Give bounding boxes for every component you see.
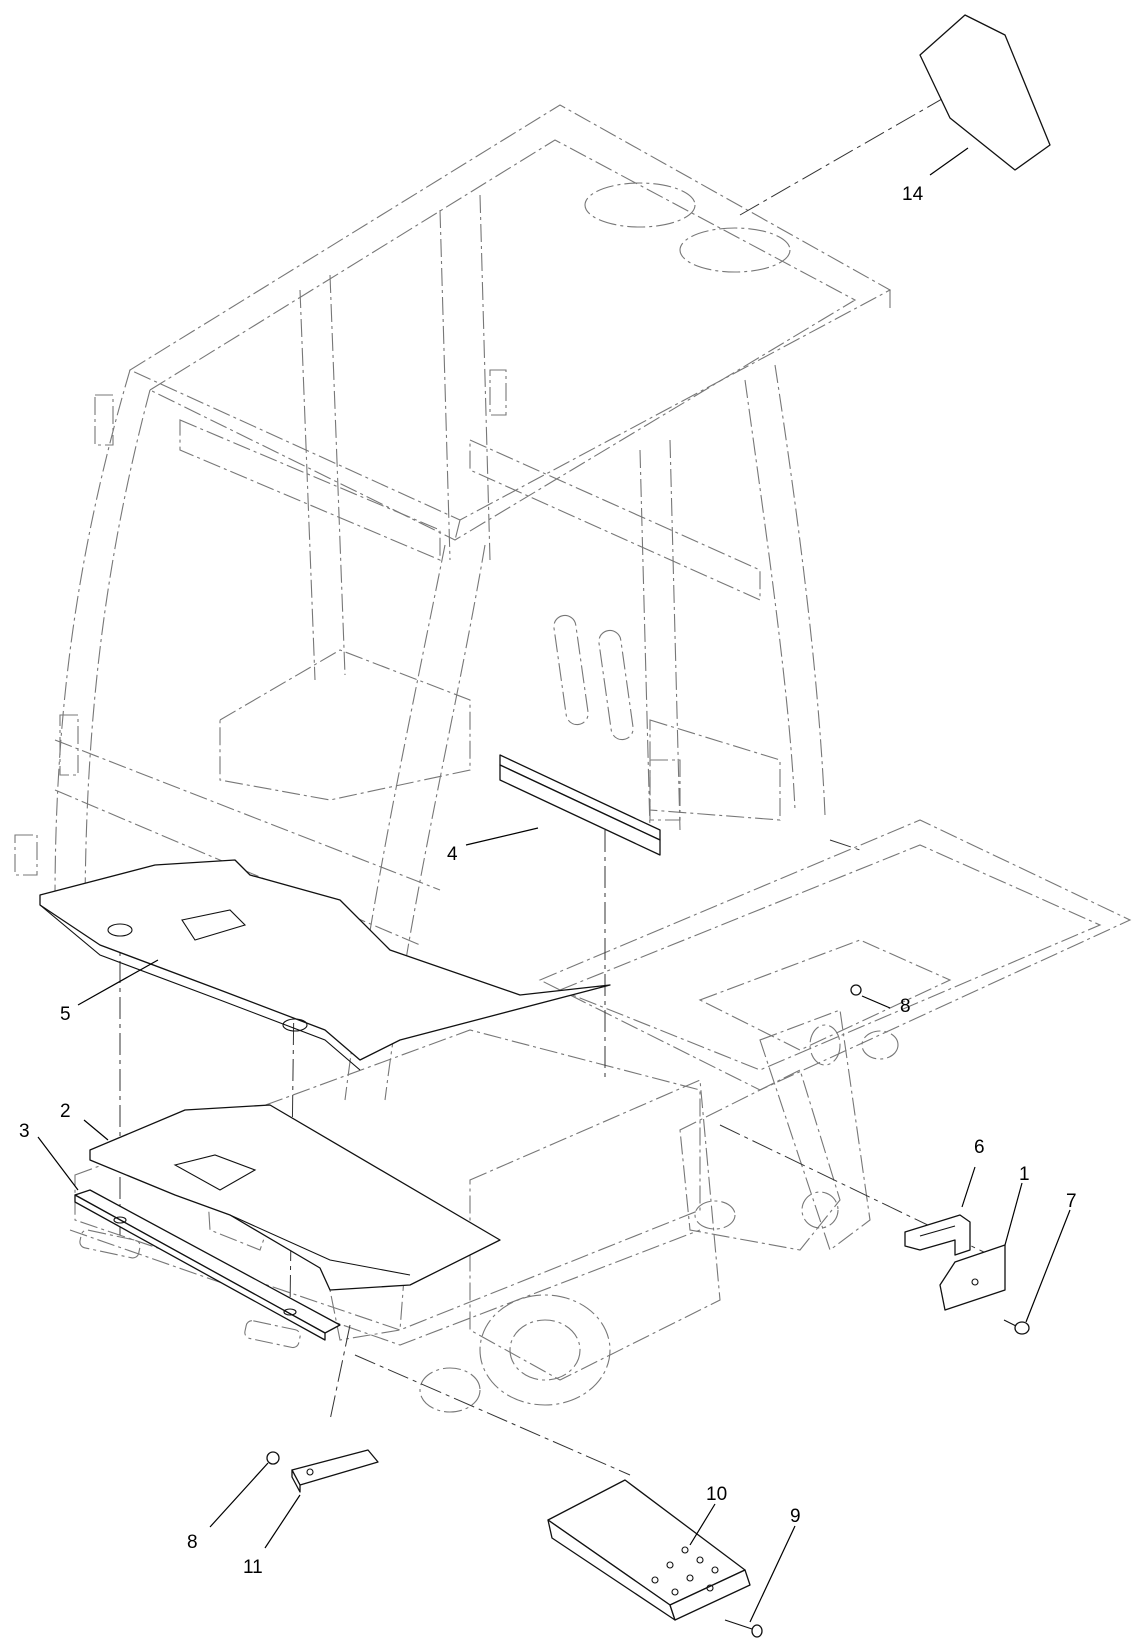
callout-labels: 14 4 5 2 3 6 1 7 8 8 11 10 9 [19, 184, 1077, 1578]
leader-lines [37, 147, 1071, 1623]
part-7-screw [1003, 1319, 1030, 1335]
callout-10: 10 [706, 1484, 727, 1505]
callout-5: 5 [60, 1004, 71, 1025]
part-4-seal-strip [499, 754, 661, 856]
callout-4: 4 [447, 844, 458, 865]
part-10-step [547, 1479, 751, 1621]
step-holes [651, 1546, 719, 1596]
part-3-kick-strip [74, 1189, 341, 1341]
callout-3: 3 [19, 1121, 30, 1142]
part-8-nut-lower [266, 1451, 280, 1465]
callout-1: 1 [1019, 1164, 1030, 1185]
part-2-floor-panel [89, 1104, 501, 1291]
part-14-decal [919, 14, 1051, 171]
callout-9: 9 [790, 1506, 801, 1527]
callout-2: 2 [60, 1101, 71, 1122]
callout-6: 6 [974, 1137, 985, 1158]
part-8-nut-upper [850, 984, 862, 996]
part-6-bumper-block [904, 1214, 971, 1256]
callout-8-upper: 8 [900, 996, 911, 1017]
part-1-plate [939, 1244, 1006, 1311]
callout-7: 7 [1066, 1191, 1077, 1212]
part-5-floor-mat [39, 859, 611, 1071]
callout-11: 11 [243, 1557, 263, 1578]
chassis-phantom [69, 819, 1132, 1413]
callout-14: 14 [902, 184, 924, 205]
callout-8-lower: 8 [187, 1532, 198, 1553]
part-9-bolt [724, 1619, 763, 1638]
part-11-bracket-plate [291, 1449, 379, 1493]
assembly-centerlines [119, 79, 991, 1476]
